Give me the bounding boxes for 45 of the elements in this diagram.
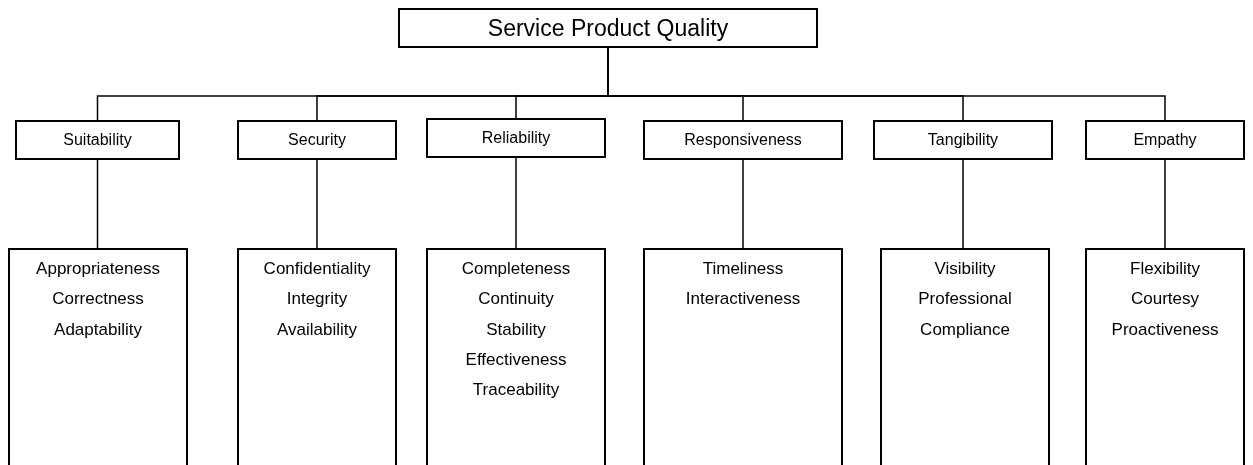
node-label: Traceability <box>472 379 560 401</box>
node-label: Completeness <box>461 258 571 280</box>
connector-line <box>1164 159 1166 249</box>
node-label: Availability <box>277 318 357 340</box>
node-label: Effectiveness <box>465 348 567 370</box>
node-label: Confidentiality <box>263 258 371 280</box>
node-label: Service Product Quality <box>487 13 729 43</box>
node-label: Compliance <box>920 318 1010 340</box>
attribute-box <box>8 248 188 465</box>
attribute-box <box>1085 248 1245 465</box>
connector-line <box>742 159 744 249</box>
attribute-box <box>426 248 606 465</box>
node-label: Interactiveness <box>685 288 801 310</box>
attribute-box <box>643 248 843 465</box>
connector-line <box>962 159 964 249</box>
node-label: Integrity <box>286 288 348 310</box>
category-box <box>237 120 397 160</box>
node-label: Continuity <box>478 288 554 310</box>
category-box <box>1085 120 1245 160</box>
connector-line <box>316 159 318 249</box>
node-label: Suitability <box>63 130 132 150</box>
node-label: Courtesy <box>1131 288 1199 310</box>
node-label: Stability <box>486 318 546 340</box>
node-label: Reliability <box>481 128 551 148</box>
node-label: Flexibility <box>1130 258 1200 280</box>
node-label: Adaptability <box>54 318 142 340</box>
connector-line <box>515 157 517 249</box>
attribute-box <box>880 248 1050 465</box>
node-label: Appropriateness <box>36 258 160 280</box>
category-box <box>643 120 843 160</box>
category-box <box>15 120 180 160</box>
node-label: Timeliness <box>702 258 784 280</box>
node-label: Security <box>288 130 346 150</box>
connector-line <box>96 159 99 249</box>
node-label: Responsiveness <box>684 130 802 150</box>
node-label: Tangibility <box>927 130 999 150</box>
category-box <box>873 120 1053 160</box>
node-label: Visibility <box>934 258 996 280</box>
category-box <box>426 118 606 158</box>
node-label: Professional <box>918 288 1012 310</box>
node-label: Correctness <box>52 288 144 310</box>
node-label: Proactiveness <box>1111 318 1219 340</box>
attribute-box <box>237 248 397 465</box>
root-box <box>398 8 818 48</box>
node-label: Empathy <box>1133 130 1197 150</box>
